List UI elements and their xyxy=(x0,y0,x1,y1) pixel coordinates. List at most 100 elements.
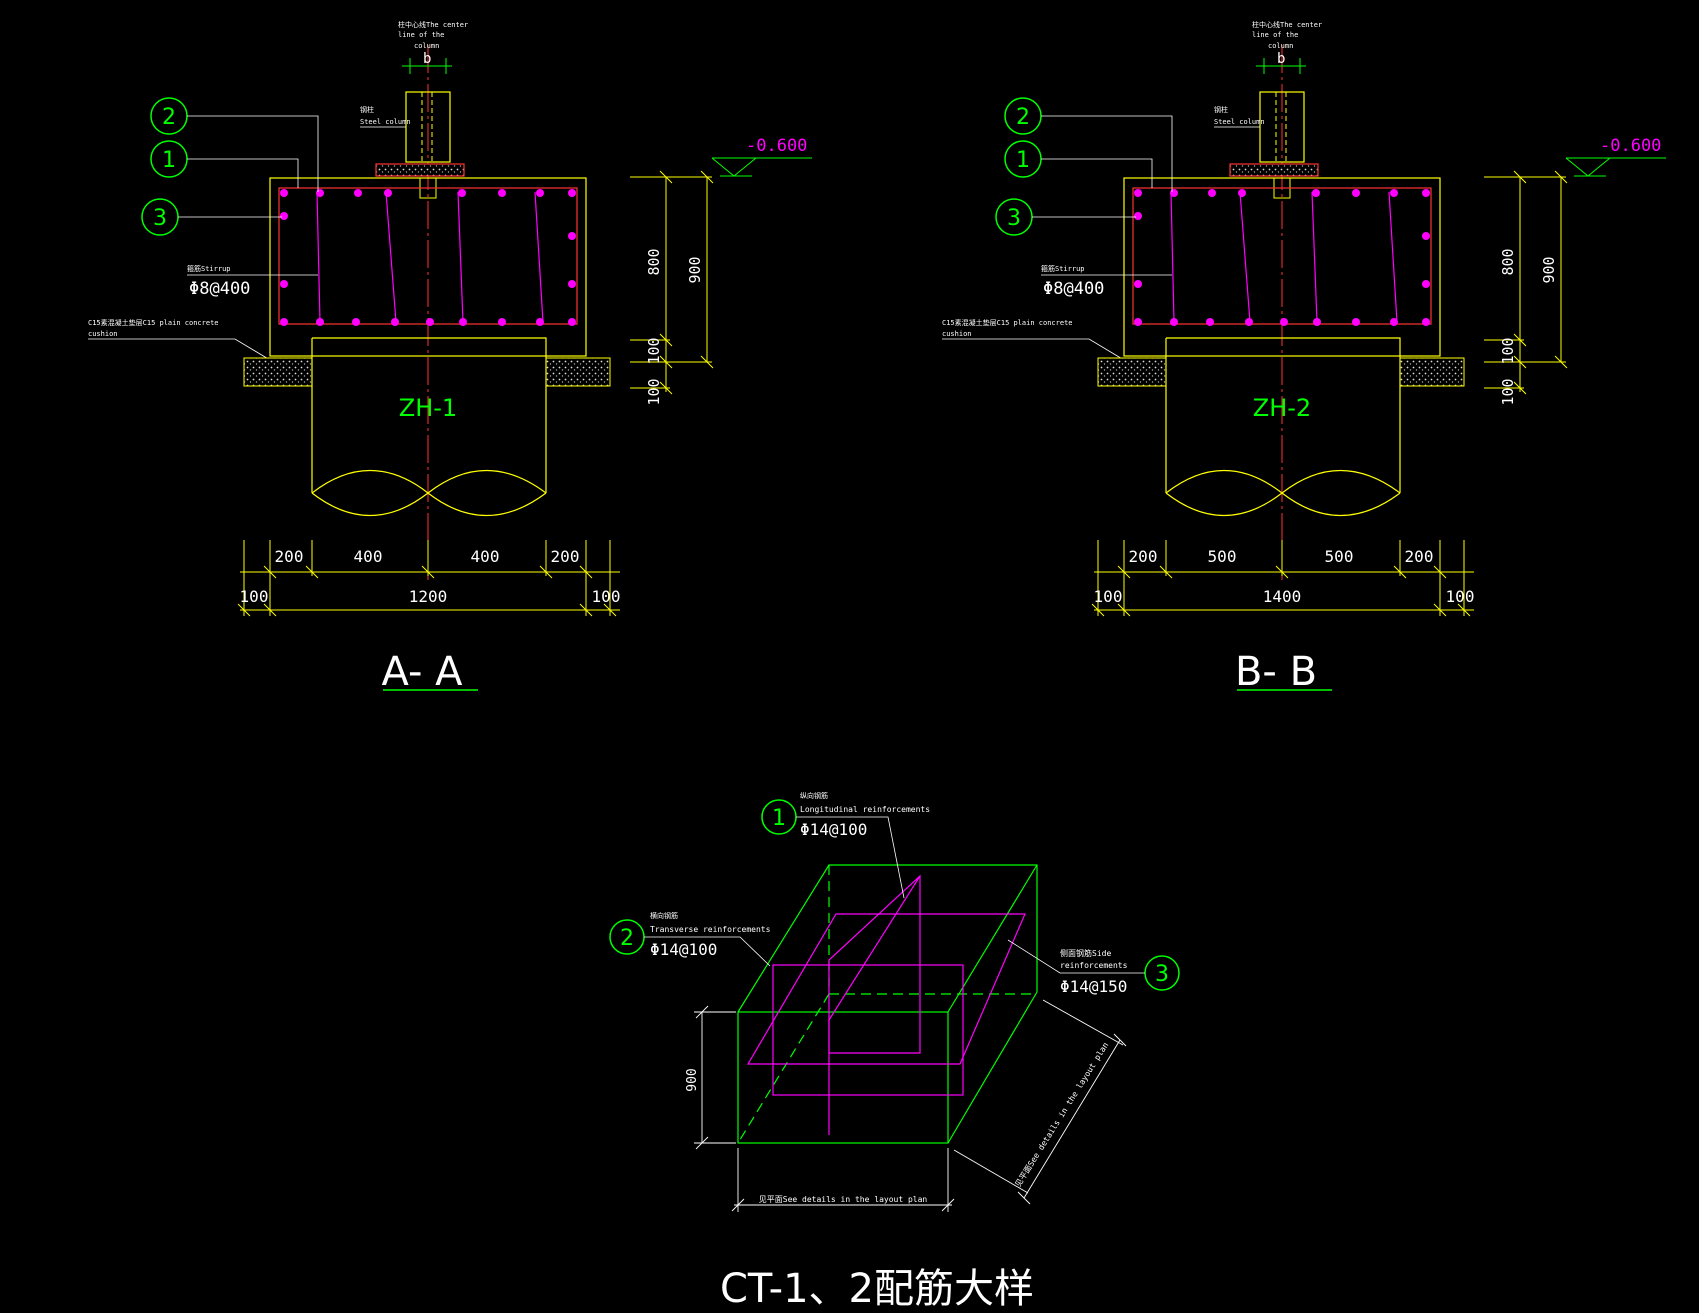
svg-text:2: 2 xyxy=(620,926,634,951)
trans-rebar-spec: Φ14@100 xyxy=(650,940,717,959)
elevation-value: -0.600 xyxy=(746,136,807,156)
long-rebar-cn: 纵向钢筋 xyxy=(800,791,828,800)
trans-rebar-cn: 横向钢筋 xyxy=(650,911,678,920)
cage-hidden-diagonal xyxy=(737,993,830,1144)
elevation-marker xyxy=(1565,157,1611,177)
column-note-line2: line of the xyxy=(398,31,444,39)
vertical-dimensions xyxy=(1484,170,1568,395)
callout-3: 3 xyxy=(141,198,282,236)
steel-column-label-cn: 钢柱 xyxy=(360,105,374,114)
side-rebar-spec: Φ14@150 xyxy=(1060,977,1127,996)
side-rebar-cn: 侧面钢筋Side xyxy=(1060,948,1111,958)
svg-text:1: 1 xyxy=(1016,148,1030,173)
column-note-line2: line of the xyxy=(1252,31,1298,39)
elevation-marker xyxy=(711,157,757,177)
stirrup-spec: Φ8@400 xyxy=(1043,279,1104,299)
pile-label: ZH-1 xyxy=(399,394,457,422)
steel-column-label-en: Steel column xyxy=(360,118,411,126)
rebar-dots xyxy=(280,189,576,326)
trans-rebar-en: Transverse reinforcements xyxy=(650,925,771,934)
pile-cap-outline xyxy=(269,177,587,357)
dim-800: 800 xyxy=(645,248,663,275)
pile-body xyxy=(311,337,547,493)
pile-break xyxy=(1165,469,1401,517)
dim-100-b: 100 xyxy=(1499,378,1517,405)
internal-stirrups xyxy=(1170,191,1398,323)
cage-front-face xyxy=(737,1011,949,1144)
svg-text:1: 1 xyxy=(162,148,176,173)
dim-top-200-r: 200 xyxy=(1405,547,1434,566)
dim-top-400-l: 400 xyxy=(354,547,383,566)
dim-top-200-l: 200 xyxy=(275,547,304,566)
horizontal-dimensions xyxy=(1091,540,1474,617)
cushion-left xyxy=(243,357,313,387)
svg-text:2: 2 xyxy=(1016,105,1030,130)
dim-top-200-r: 200 xyxy=(551,547,580,566)
cage-back-top xyxy=(737,864,1038,1013)
cage-edge-bottom-right xyxy=(947,991,1038,1144)
rebar-plane-side xyxy=(772,964,964,1096)
detail-callout-1: 1 xyxy=(761,799,905,899)
depth-dimension xyxy=(953,999,1127,1205)
depth-dim-note: 见平面See details in the layout plan xyxy=(1013,1041,1110,1189)
dim-800: 800 xyxy=(1499,248,1517,275)
dim-top-500-l: 500 xyxy=(1208,547,1237,566)
rebar-dots xyxy=(1134,189,1430,326)
pile-break xyxy=(311,469,547,517)
steel-column-label-en: Steel column xyxy=(1214,118,1265,126)
dim-top-200-l: 200 xyxy=(1129,547,1158,566)
stirrup-label: 箍筋Stirrup xyxy=(1041,264,1085,273)
height-dim-label: 900 xyxy=(685,1068,700,1091)
callout-2: 2 xyxy=(1004,97,1173,192)
detail-callout-3: 3 xyxy=(1007,939,1180,991)
cushion-label-1: C15素混凝土垫层C15 plain concrete xyxy=(942,318,1073,327)
dim-bottom-total: 1200 xyxy=(409,587,448,606)
dim-bottom-100-l: 100 xyxy=(1094,587,1123,606)
svg-text:3: 3 xyxy=(153,206,167,231)
callout-3: 3 xyxy=(995,198,1136,236)
callout-1: 1 xyxy=(150,140,299,188)
reinforcement-detail: 1 纵向钢筋 Longitudinal reinforcements Φ14@1… xyxy=(609,791,1180,1312)
base-plate xyxy=(375,163,465,177)
cushion-right xyxy=(1399,357,1465,387)
section-a: 柱中心线The center line of the column b 钢柱 S… xyxy=(88,20,812,695)
svg-text:3: 3 xyxy=(1155,962,1169,987)
dim-100-a: 100 xyxy=(645,337,663,364)
pile-body xyxy=(1165,337,1401,493)
b-dim-label: b xyxy=(423,51,431,67)
detail-title: CT-1、2配筋大样 xyxy=(720,1266,1034,1312)
steel-column-label-cn: 钢柱 xyxy=(1214,105,1228,114)
section-title: B- B xyxy=(1235,649,1317,695)
section-title: A- A xyxy=(382,649,464,695)
column-note-line3: column xyxy=(414,42,439,50)
pile-label: ZH-2 xyxy=(1253,394,1311,422)
dim-top-400-r: 400 xyxy=(471,547,500,566)
cushion-label-1: C15素混凝土垫层C15 plain concrete xyxy=(88,318,219,327)
b-dim-label: b xyxy=(1277,51,1285,67)
section-b: 柱中心线The center line of the column b 钢柱 S… xyxy=(942,20,1666,695)
rebar-plane-longitudinal-2 xyxy=(828,875,921,1135)
svg-text:3: 3 xyxy=(1007,206,1021,231)
dim-bottom-total: 1400 xyxy=(1263,587,1302,606)
cushion-left xyxy=(1097,357,1167,387)
width-dimension xyxy=(731,1148,955,1212)
long-rebar-en: Longitudinal reinforcements xyxy=(800,805,930,814)
callout-1: 1 xyxy=(1004,140,1153,188)
side-rebar-en: reinforcements xyxy=(1060,961,1128,970)
height-dimension xyxy=(694,1005,736,1150)
cushion-label-2: cushion xyxy=(88,330,118,338)
stirrup-spec: Φ8@400 xyxy=(189,279,250,299)
column-note-line1: 柱中心线The center xyxy=(398,20,468,29)
base-plate xyxy=(1229,163,1319,177)
rebar-plane-transverse xyxy=(746,913,1026,1065)
column-note-line1: 柱中心线The center xyxy=(1252,20,1322,29)
cushion-leader xyxy=(942,338,1125,361)
svg-text:1: 1 xyxy=(772,806,786,831)
cushion-right xyxy=(545,357,611,387)
pile-cap-outline xyxy=(1123,177,1441,357)
callout-2: 2 xyxy=(150,97,319,192)
dim-bottom-100-r: 100 xyxy=(1446,587,1475,606)
vertical-dimensions xyxy=(630,170,714,395)
column-note-line3: column xyxy=(1268,42,1293,50)
